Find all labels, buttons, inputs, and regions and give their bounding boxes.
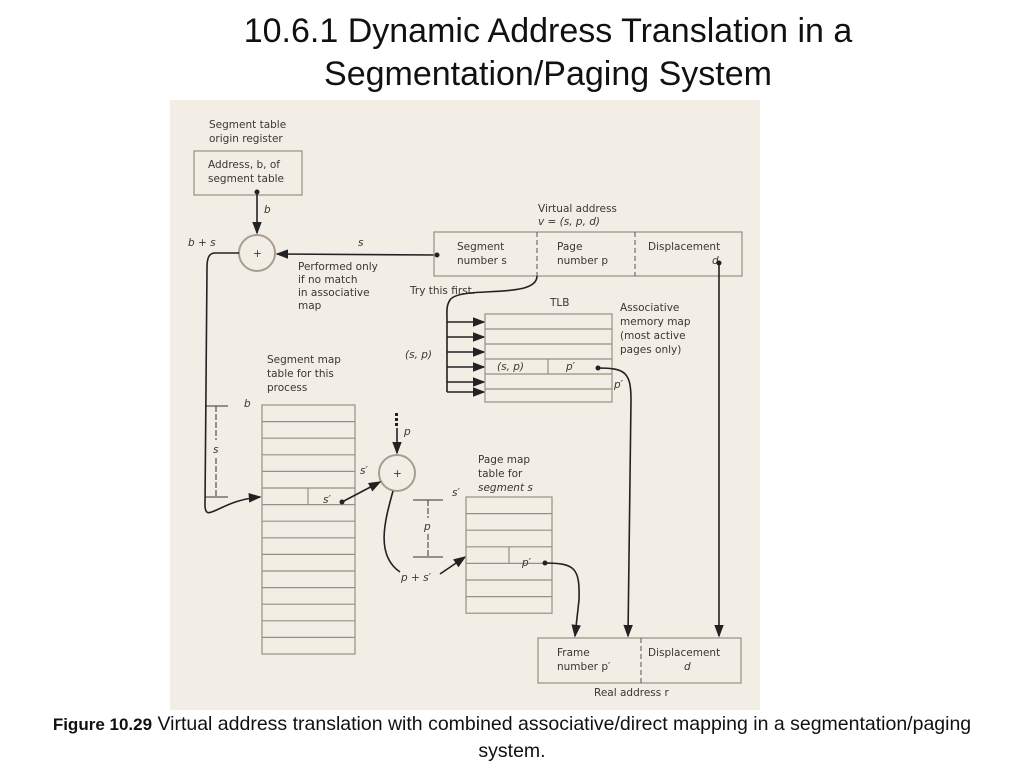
- label-sp: (s, p): [405, 349, 432, 361]
- note-line-3: in associative: [298, 287, 370, 299]
- assoc-map-label-4: pages only): [620, 344, 681, 356]
- origin-register-box: [193, 150, 303, 196]
- slide-title: 10.6.1 Dynamic Address Translation in a …: [100, 10, 996, 96]
- line-p-plus-s: [383, 490, 401, 573]
- note-line-2: if no match: [298, 274, 358, 286]
- adder-plus-2: +: [393, 468, 402, 480]
- assoc-map-label-3: (most active: [620, 330, 686, 342]
- arrow-s: [275, 249, 438, 259]
- va-displacement: Displacement: [648, 241, 720, 253]
- origin-register-value: Address, b, of: [208, 159, 280, 171]
- title-line-2: Segmentation/Paging System: [324, 55, 772, 93]
- label-p-plus-s: p + s′: [400, 572, 432, 584]
- label-s: s: [358, 237, 364, 249]
- caption-label: Figure 10.29: [52, 715, 153, 734]
- figure-caption: Figure 10.29 Virtual address translation…: [20, 711, 1004, 765]
- real-frame: Frame: [557, 647, 590, 659]
- va-page: Page: [557, 241, 582, 253]
- note-line-4: map: [298, 300, 322, 312]
- page-map-label-2: table for: [478, 468, 523, 480]
- label-p: p: [403, 426, 411, 438]
- virtual-address-formula: v = (s, p, d): [538, 216, 600, 228]
- segment-entry-s-prime: s′: [323, 494, 331, 506]
- origin-register-label: Segment table: [209, 119, 286, 131]
- segment-map-table: [261, 404, 356, 655]
- arrow-tlb-frame: [597, 367, 633, 638]
- adder-plus: +: [253, 248, 262, 260]
- bracket-p: [413, 499, 443, 558]
- label-p-prime-tlb: p′: [613, 379, 624, 391]
- label-b-2: b: [244, 398, 251, 410]
- label-s-prime: s′: [360, 465, 368, 477]
- tlb-arrows: [447, 317, 486, 397]
- assoc-map-label-2: memory map: [620, 316, 691, 328]
- tlb-feed-line: [446, 275, 538, 392]
- caption-text: Virtual address translation with combine…: [152, 713, 972, 762]
- real-d: d: [684, 661, 691, 673]
- arrow-b-plus-s: [204, 252, 262, 514]
- va-segment: Segment: [457, 241, 504, 253]
- arrow-page-frame: [544, 562, 582, 638]
- tlb-entry-sp: (s, p): [497, 361, 524, 373]
- label-s-prime-2: s′: [452, 487, 460, 499]
- segment-map-label: Segment map: [267, 354, 341, 366]
- real-frame-2: number p′: [557, 661, 611, 673]
- va-d: d: [712, 255, 719, 267]
- origin-register-label-2: origin register: [209, 133, 283, 145]
- page-map-label-3: segment s: [478, 482, 533, 494]
- real-address-box: [537, 637, 742, 684]
- tlb-label: TLB: [549, 297, 569, 309]
- note-performed-only: Performed only: [298, 261, 378, 273]
- label-s-bracket: s: [213, 444, 219, 456]
- title-line-1: 10.6.1 Dynamic Address Translation in a: [243, 12, 853, 50]
- page-entry-p-prime: p′: [521, 557, 532, 569]
- adder-circle-2: [378, 454, 416, 492]
- real-displacement: Displacement: [648, 647, 720, 659]
- origin-register-value-2: segment table: [208, 173, 284, 185]
- label-b-plus-s: b + s: [188, 237, 216, 249]
- arrow-page-entry: [439, 556, 467, 575]
- bracket-s: [205, 405, 228, 498]
- assoc-map-label: Associative: [620, 302, 679, 314]
- virtual-address-box: [433, 231, 743, 277]
- segment-map-label-2: table for this: [267, 368, 334, 380]
- virtual-address-label: Virtual address: [538, 203, 617, 215]
- page-map-table: [465, 496, 553, 614]
- tlb-entry-p-prime: p′: [565, 361, 576, 373]
- label-b: b: [264, 204, 271, 216]
- try-first-label: Try this first.: [409, 285, 475, 297]
- segment-map-label-3: process: [267, 382, 307, 394]
- tlb-table: [484, 313, 613, 403]
- page-map-label: Page map: [478, 454, 530, 466]
- label-p-bracket: p: [423, 521, 431, 533]
- arrow-s-prime: [341, 481, 382, 503]
- real-address-label: Real address r: [594, 687, 670, 699]
- va-page-2: number p: [557, 255, 608, 267]
- va-segment-2: number s: [457, 255, 507, 267]
